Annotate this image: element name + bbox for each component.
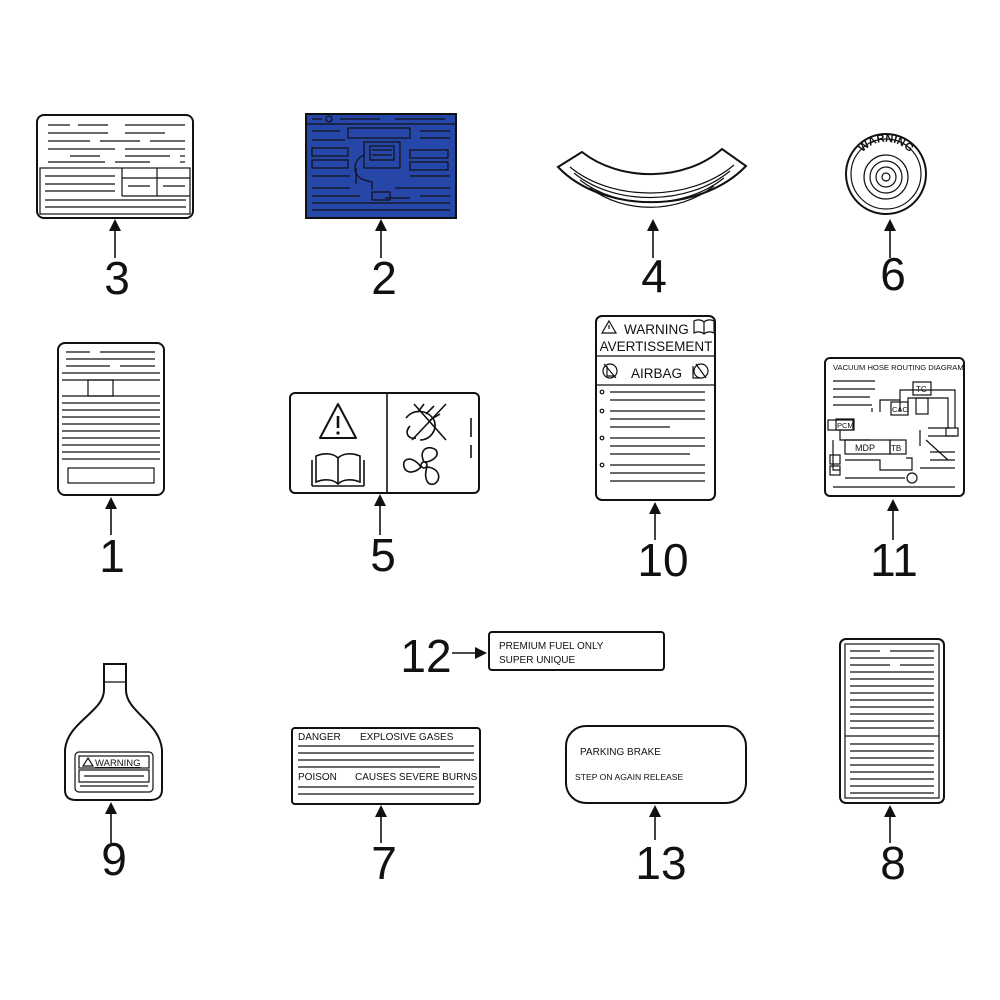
label-1-info-tall [57,342,165,496]
callout-3: 3 [104,252,130,304]
label-2-emission-blue [305,113,457,219]
label-7-battery-danger: DANGER EXPLOSIVE GASES POISON CAUSES SEV… [291,727,481,805]
airbag-seat-icon [692,363,709,379]
vacuum-cac-label: CAC [892,405,908,414]
brake-line-1: PARKING BRAKE [580,747,661,758]
callout-9: 9 [101,833,127,885]
label-4-arc [556,147,748,208]
bottle-warning-text: WARNING [95,758,141,769]
callout-1: 1 [99,530,125,582]
caution-triangle-icon [319,403,357,439]
vacuum-pcm-label: PCM [837,421,854,430]
label-11-vacuum-hose-diagram: VACUUM HOSE ROUTING DIAGRAM TC [824,357,965,497]
callout-5: 5 [370,529,396,581]
arrowhead-6 [884,219,896,231]
callout-11: 11 [870,534,918,586]
arrowhead-12 [475,647,487,659]
callout-8: 8 [880,837,906,889]
manual-book-icon [311,453,365,487]
battery-burns-text: CAUSES SEVERE BURNS [355,772,478,783]
callout-10: 10 [637,534,688,586]
callout-13: 13 [635,837,686,889]
callout-6: 6 [880,248,906,300]
vacuum-mdp-label: MDP [855,443,875,453]
airbag-avertissement-heading: AVERTISSEMENT [600,339,713,354]
arrowhead-9 [105,802,117,814]
callout-2: 2 [371,252,397,304]
arrowhead-13 [649,805,661,817]
arrowhead-7 [375,805,387,817]
callout-4: 4 [641,250,667,302]
arrowhead-4 [647,219,659,231]
label-5-fan-warning [289,392,480,494]
arrowhead-3 [109,219,121,231]
label-12-premium-fuel: PREMIUM FUEL ONLY SUPER UNIQUE [488,631,665,671]
vacuum-tc-label: TC [916,385,927,394]
label-10-airbag-warning: WARNING AVERTISSEMENT AIRBAG [595,315,716,501]
arrowhead-1 [105,497,117,509]
callout-7: 7 [371,837,397,889]
child-seat-no-icon [602,363,618,379]
fuel-line-2: SUPER UNIQUE [499,655,575,666]
callout-12: 12 [400,630,451,682]
battery-explosive-text: EXPLOSIVE GASES [360,732,454,743]
battery-danger-text: DANGER [298,732,341,743]
fan-icon [402,446,440,486]
label-6-warning-disc: WARNING [845,133,927,215]
arrowhead-2 [375,219,387,231]
arrowhead-11 [887,499,899,511]
label-13-parking-brake: PARKING BRAKE STEP ON AGAIN RELEASE [565,725,747,804]
battery-poison-text: POISON [298,772,337,783]
airbag-heading: AIRBAG [631,366,682,381]
fuel-line-1: PREMIUM FUEL ONLY [499,641,604,652]
airbag-warning-heading: WARNING [624,322,689,337]
arrowhead-10 [649,502,661,514]
hand-in-fan-icon [405,403,447,441]
brake-line-2: STEP ON AGAIN RELEASE [575,772,684,782]
vacuum-diagram-title: VACUUM HOSE ROUTING DIAGRAM [833,363,964,372]
vacuum-tb-label: TB [891,444,901,453]
arrowhead-5 [374,494,386,506]
label-3-info-plate [36,114,194,219]
arrowhead-8 [884,805,896,817]
label-8-info-tall [839,638,945,804]
airbag-manual-icon [693,319,715,335]
label-9-bottle-tag: WARNING [64,663,163,801]
